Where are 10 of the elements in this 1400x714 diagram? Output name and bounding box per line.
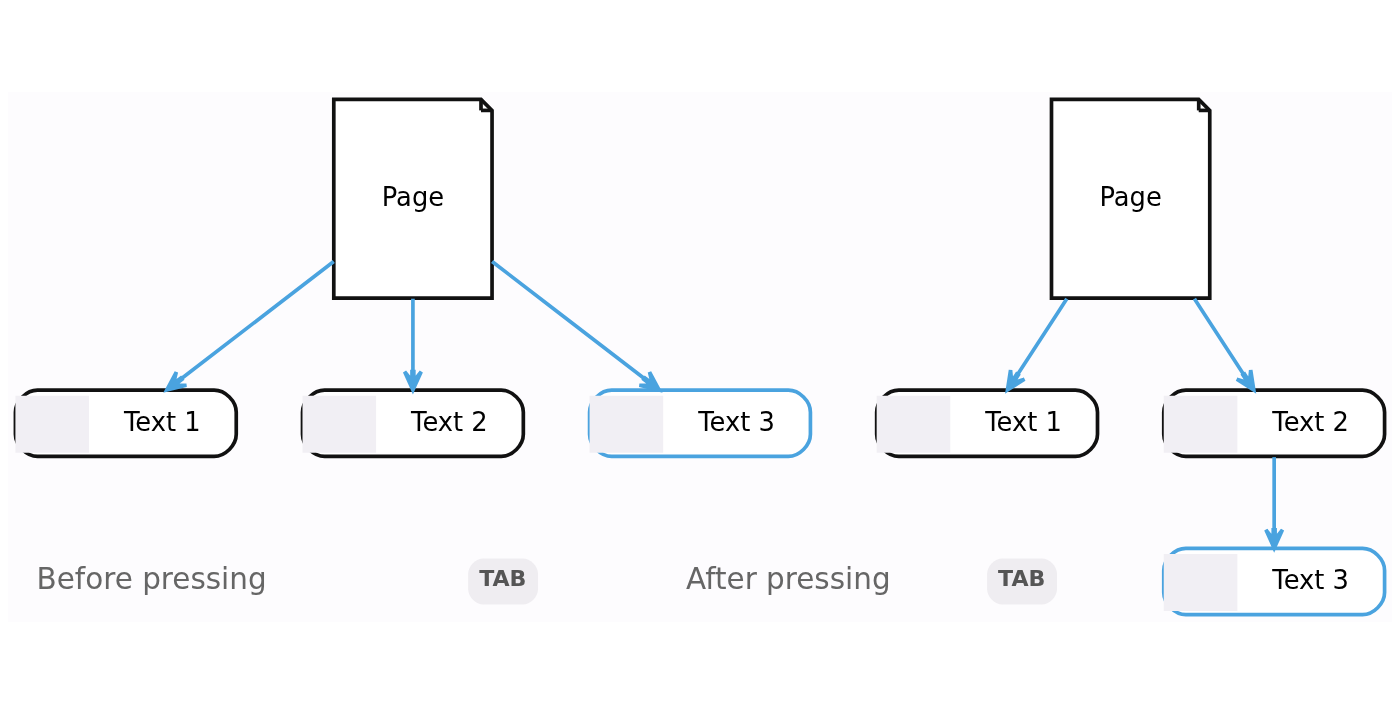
arrow [491,260,661,392]
arrow [164,260,335,392]
label: After pressing [686,561,891,596]
arrow [1005,297,1069,392]
label: TAB [479,566,527,592]
label: Before pressing [36,561,267,596]
arrow [1264,457,1285,551]
arrow [402,298,424,392]
label: TAB [998,566,1046,592]
arrow [1192,297,1256,392]
